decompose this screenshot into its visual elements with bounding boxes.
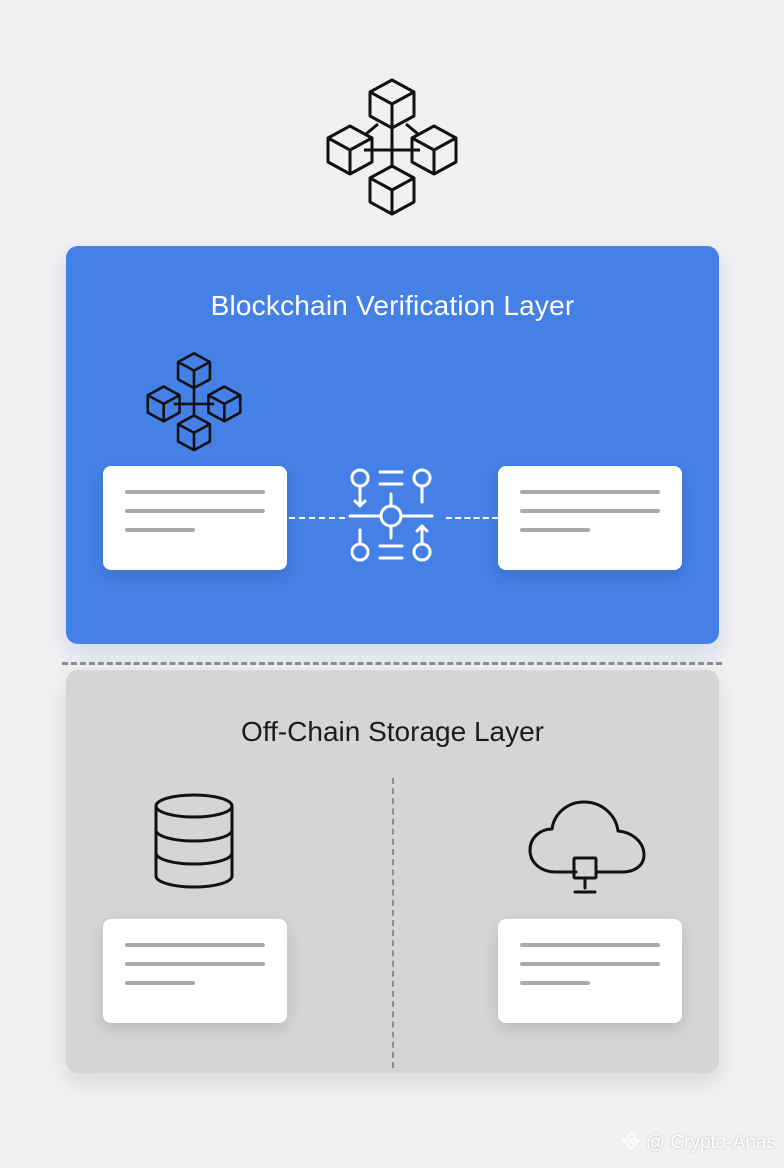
cloud-server-icon [528,800,646,896]
blockchain-verification-layer: Blockchain Verification Layer [66,246,719,644]
text-line-placeholder [520,981,590,985]
blockchain-network-icon [142,348,246,454]
storage-record-card-left [103,919,287,1023]
blockchain-network-icon [320,76,464,216]
watermark-text: @ Crypto-Anas [645,1132,776,1153]
text-line-placeholder [125,981,195,985]
blockchain-record-card-left [103,466,287,570]
blockchain-record-card-right [498,466,682,570]
storage-divider [392,778,394,1068]
watermark: @ Crypto-Anas [621,1131,776,1154]
text-line-placeholder [125,962,265,966]
text-line-placeholder [520,528,590,532]
dashed-connector-left [289,517,345,519]
text-line-placeholder [520,962,660,966]
offchain-storage-layer: Off-Chain Storage Layer [66,670,719,1073]
workflow-process-icon [348,466,440,562]
text-line-placeholder [125,528,195,532]
text-line-placeholder [520,509,660,513]
layer-separator [62,662,722,665]
dashed-connector-right [446,517,498,519]
blockchain-layer-title: Blockchain Verification Layer [210,290,575,321]
text-line-placeholder [125,943,265,947]
text-line-placeholder [520,943,660,947]
storage-record-card-right [498,919,682,1023]
binance-logo-icon [621,1131,646,1153]
database-icon [152,792,236,890]
text-line-placeholder [520,490,660,494]
text-line-placeholder [125,490,265,494]
text-line-placeholder [125,509,265,513]
offchain-layer-title: Off-Chain Storage Layer [241,716,544,747]
